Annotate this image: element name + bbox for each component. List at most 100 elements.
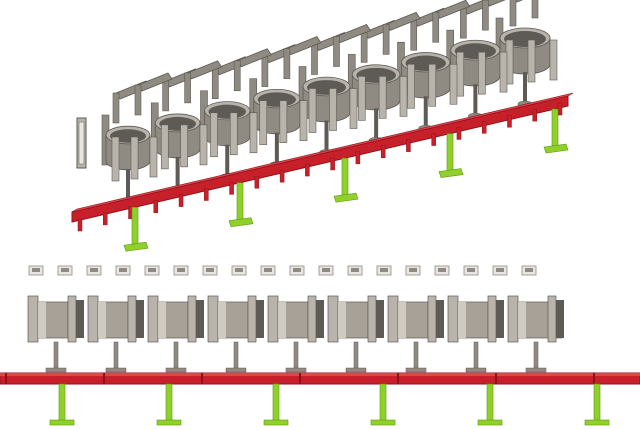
beam-bracket xyxy=(507,114,512,128)
station-frame xyxy=(127,295,137,343)
drum-highlight xyxy=(458,302,466,338)
station-frame xyxy=(67,295,77,343)
arm-post xyxy=(410,19,418,51)
drum-post xyxy=(329,88,337,131)
beam-bracket xyxy=(178,194,184,207)
top-marker-inner xyxy=(351,268,359,272)
leg-foot xyxy=(263,419,289,426)
drum-post xyxy=(378,76,387,119)
arm-post xyxy=(283,48,291,79)
top-marker-inner xyxy=(177,268,185,272)
drum-post xyxy=(130,136,139,180)
drum-post xyxy=(210,112,218,158)
station-spindle xyxy=(473,341,479,371)
drum-highlight xyxy=(338,302,346,338)
drum-post xyxy=(499,51,508,93)
arm-post xyxy=(432,11,440,43)
spindle-foot xyxy=(225,367,247,373)
station-frame xyxy=(147,295,159,343)
arm-post xyxy=(261,56,269,87)
drum-highlight xyxy=(218,302,226,338)
station-spindle xyxy=(113,341,119,371)
top-marker-inner xyxy=(322,268,330,272)
spindle-foot xyxy=(465,367,487,373)
support-leg xyxy=(593,383,601,423)
arm-post xyxy=(162,80,169,112)
drum-post xyxy=(299,100,308,141)
arm-post xyxy=(531,0,539,19)
station-frame xyxy=(327,295,339,343)
station-frame xyxy=(547,295,557,343)
beam-bracket xyxy=(431,133,436,146)
beam-bracket xyxy=(406,139,411,152)
station-slot xyxy=(496,300,504,338)
leg-foot xyxy=(333,192,359,203)
top-marker-inner xyxy=(90,268,98,272)
iso-beam-top-face xyxy=(71,92,574,213)
station-slot xyxy=(556,300,564,338)
station-spindle xyxy=(353,341,359,371)
beam-bracket xyxy=(456,127,462,140)
arm-post xyxy=(460,7,467,39)
support-leg xyxy=(272,383,280,423)
top-marker-inner xyxy=(380,268,388,272)
station-frame xyxy=(367,295,377,343)
beam-joint xyxy=(103,373,105,384)
drum-post xyxy=(111,136,120,182)
beam-bracket xyxy=(380,145,386,158)
top-marker-inner xyxy=(32,268,40,272)
drum-spindle xyxy=(126,169,130,199)
top-marker-inner xyxy=(467,268,475,272)
drum-spindle xyxy=(274,132,279,163)
spindle-foot xyxy=(285,367,307,373)
cylinder-arm xyxy=(515,0,524,3)
top-marker-inner xyxy=(206,268,214,272)
arm-post xyxy=(211,68,219,100)
station-frame xyxy=(487,295,497,343)
station-frame xyxy=(447,295,459,343)
station-frame xyxy=(207,295,219,343)
station-spindle xyxy=(293,341,299,371)
arm-post xyxy=(382,24,390,55)
beam-bracket xyxy=(153,200,159,213)
beam-joint xyxy=(201,373,203,384)
arm-post xyxy=(311,44,318,75)
station-slot xyxy=(256,300,264,338)
arm-post xyxy=(233,60,241,92)
leg-foot xyxy=(156,419,182,426)
support-leg xyxy=(379,383,387,423)
top-marker-inner xyxy=(61,268,69,272)
top-marker-inner xyxy=(525,268,533,272)
drum-post xyxy=(449,63,458,105)
drum-post xyxy=(357,76,366,121)
drum-spindle xyxy=(473,84,478,115)
station-frame xyxy=(87,295,99,343)
station-frame xyxy=(247,295,257,343)
drum-post xyxy=(160,124,169,170)
leg-foot xyxy=(438,168,464,178)
arm-post xyxy=(333,36,340,67)
drum-spindle xyxy=(225,144,230,175)
support-leg xyxy=(165,383,173,423)
station-slot xyxy=(136,300,144,338)
station-slot xyxy=(196,300,204,338)
station-spindle xyxy=(533,341,539,371)
drum-post xyxy=(456,51,465,97)
spindle-foot xyxy=(45,367,67,373)
station-slot xyxy=(316,300,324,338)
leg-foot xyxy=(543,143,569,154)
spindle-foot xyxy=(405,367,427,373)
drum-spindle xyxy=(423,96,428,127)
top-marker-inner xyxy=(409,268,417,272)
drum-spindle xyxy=(324,120,329,151)
beam-bracket xyxy=(355,151,361,165)
beam-bracket xyxy=(557,102,563,116)
top-marker-inner xyxy=(496,268,504,272)
station-spindle xyxy=(53,341,59,371)
beam-joint xyxy=(397,373,399,384)
drum-post xyxy=(180,124,188,168)
station-spindle xyxy=(413,341,419,371)
arm-post xyxy=(482,0,489,31)
